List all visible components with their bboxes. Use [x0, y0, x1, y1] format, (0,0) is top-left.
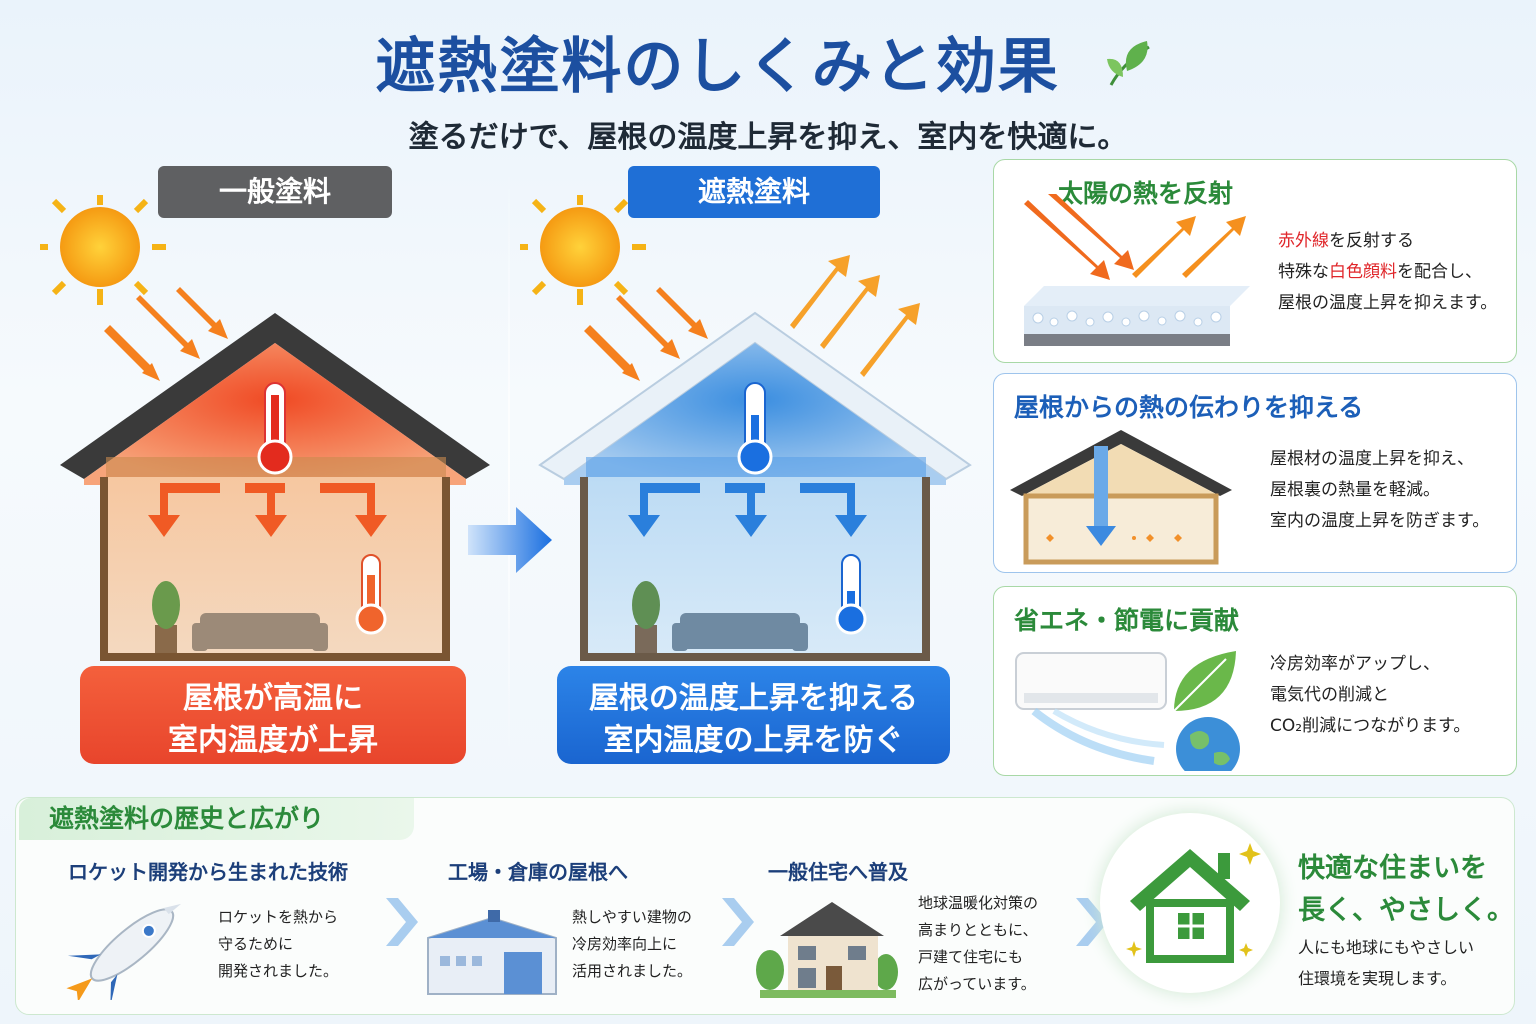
final-message-text: 人にも地球にもやさしい 住環境を実現します。 [1298, 932, 1518, 994]
column-divider [508, 165, 510, 770]
general-result-box: 屋根が高温に 室内温度が上昇 [80, 666, 466, 764]
sofa-icon [672, 613, 808, 651]
eco-text: 冷房効率がアップし、 [1270, 654, 1440, 674]
history-step-line: 開発されました。 [218, 962, 339, 980]
heat-down-arrows [628, 483, 867, 537]
history-step-text: ロケットを熱から 守るために 開発されました。 [218, 904, 338, 985]
general-result-line: 室内温度が上昇 [168, 723, 378, 758]
rocket-icon [66, 903, 182, 1000]
history-step-line: 高まりとともに、 [918, 921, 1038, 939]
eco-text: 電気代の削減と [1270, 685, 1389, 705]
house-icon [756, 902, 898, 998]
history-step-title: ロケット開発から生まれた技術 [68, 860, 348, 884]
history-title: 遮熱塗料の歴史と広がり [19, 798, 414, 840]
reflect-text: 屋根の温度上昇を抑えます。 [1278, 293, 1498, 313]
transfer-panel-title: 屋根からの熱の伝わりを抑える [1014, 393, 1364, 422]
infrared-highlight: 赤外線 [1278, 231, 1329, 251]
heat-result-line: 室内温度の上昇を防ぐ [603, 723, 904, 758]
heat-paint-label: 遮熱塗料 [628, 166, 880, 218]
history-step-text: 地球温暖化対策の 高まりとともに、 戸建て住宅にも 広がっています。 [918, 890, 1038, 998]
heat-result-line: 屋根の温度上昇を抑える [588, 681, 919, 716]
green-house-icon [1126, 843, 1261, 963]
general-result-line: 屋根が高温に [183, 681, 363, 716]
earth-icon [1176, 717, 1240, 771]
eco-house-badge [1100, 813, 1280, 993]
history-step-title: 工場・倉庫の屋根へ [448, 860, 628, 884]
white-pigment-highlight: 白色顔料 [1329, 262, 1397, 282]
reflect-text: を反射する [1329, 231, 1414, 251]
history-step-title: 一般住宅へ普及 [768, 860, 908, 884]
transfer-panel: 屋根からの熱の伝わりを抑える 屋根材の温度上昇を抑え、 屋根裏の熱量を軽減。 室… [993, 373, 1517, 573]
general-paint-label: 一般塗料 [158, 166, 392, 218]
transfer-text: 屋根裏の熱量を軽減。 [1270, 480, 1440, 500]
chevron-right-icon [386, 898, 418, 946]
history-step-text: 熱しやすい建物の 冷房効率向上に 活用されました。 [572, 904, 692, 985]
eco-panel: 省エネ・節電に貢献 冷房効率がアップし、 電気代の削減と CO₂削減につながりま… [993, 586, 1517, 776]
sofa-icon [192, 613, 328, 651]
final-title-line: 長く、やさしく。 [1298, 895, 1514, 926]
transfer-text: 室内の温度上昇を防ぎます。 [1270, 511, 1490, 531]
history-step-line: ロケットを熱から [218, 908, 339, 926]
room-thermometer-icon [835, 554, 867, 635]
comparison-arrow-icon [468, 507, 552, 573]
sun-icon [40, 195, 166, 305]
factory-icon [427, 910, 557, 995]
eco-text: CO₂削減につながります。 [1270, 716, 1471, 736]
transfer-text: 屋根材の温度上昇を抑え、 [1270, 449, 1474, 469]
history-step-line: 守るために [218, 935, 294, 953]
leaf-icon [1101, 33, 1161, 108]
reflect-text: 特殊な [1278, 262, 1329, 282]
roof-cross-section-illustration [1010, 430, 1232, 565]
history-step-line: 広がっています。 [918, 975, 1036, 993]
reflect-illustration [1024, 194, 1250, 346]
history-step-line: 戸建て住宅にも [918, 948, 1024, 966]
transfer-panel-text: 屋根材の温度上昇を抑え、 屋根裏の熱量を軽減。 室内の温度上昇を防ぎます。 [1270, 444, 1510, 537]
reflect-text: を配合し、 [1397, 262, 1482, 282]
final-title-line: 快適な住まいを [1298, 853, 1487, 884]
eco-panel-text: 冷房効率がアップし、 電気代の削減と CO₂削減につながります。 [1270, 649, 1510, 742]
reflect-panel-title: 太陽の熱を反射 [1058, 179, 1234, 208]
subtitle: 塗るだけで、屋根の温度上昇を抑え、室内を快適に。 [408, 120, 1128, 155]
sunlight-arrows [104, 287, 228, 381]
final-text-line: 人にも地球にもやさしい [1298, 938, 1475, 957]
history-step-line: 地球温暖化対策の [918, 894, 1039, 912]
history-step-line: 熱しやすい建物の [572, 908, 692, 926]
reflected-arrows [790, 255, 920, 377]
reflect-panel: 太陽の熱を反射 赤外線を反射する 特殊な白色顔料を配合し、 屋根の温度上昇を抑え… [993, 159, 1517, 363]
plant-icon [632, 581, 660, 653]
air-conditioner-illustration [1015, 651, 1240, 771]
history-step-line: 活用されました。 [572, 962, 693, 980]
leaf-icon [1173, 651, 1236, 712]
reflect-panel-text: 赤外線を反射する 特殊な白色顔料を配合し、 屋根の温度上昇を抑えます。 [1278, 226, 1514, 319]
thermometer-icon [737, 382, 773, 475]
page-title: 遮熱塗料のしくみと効果 [0, 18, 1536, 108]
sunlight-arrows [584, 287, 708, 381]
heat-house-illustration [520, 195, 972, 661]
sun-icon [520, 195, 646, 305]
page-title-text: 遮熱塗料のしくみと効果 [375, 32, 1060, 102]
final-message-title: 快適な住まいを 長く、やさしく。 [1298, 848, 1518, 932]
room-thermometer-icon [355, 554, 387, 635]
chevron-right-icon [722, 898, 754, 946]
eco-panel-title: 省エネ・節電に貢献 [1014, 606, 1240, 635]
history-step-line: 冷房効率向上に [572, 935, 678, 953]
plant-icon [152, 581, 180, 653]
heat-result-box: 屋根の温度上昇を抑える 室内温度の上昇を防ぐ [557, 666, 950, 764]
thermometer-icon [257, 382, 293, 475]
final-text-line: 住環境を実現します。 [1298, 969, 1457, 988]
general-house-illustration [40, 195, 490, 661]
heat-down-arrows [148, 483, 387, 537]
